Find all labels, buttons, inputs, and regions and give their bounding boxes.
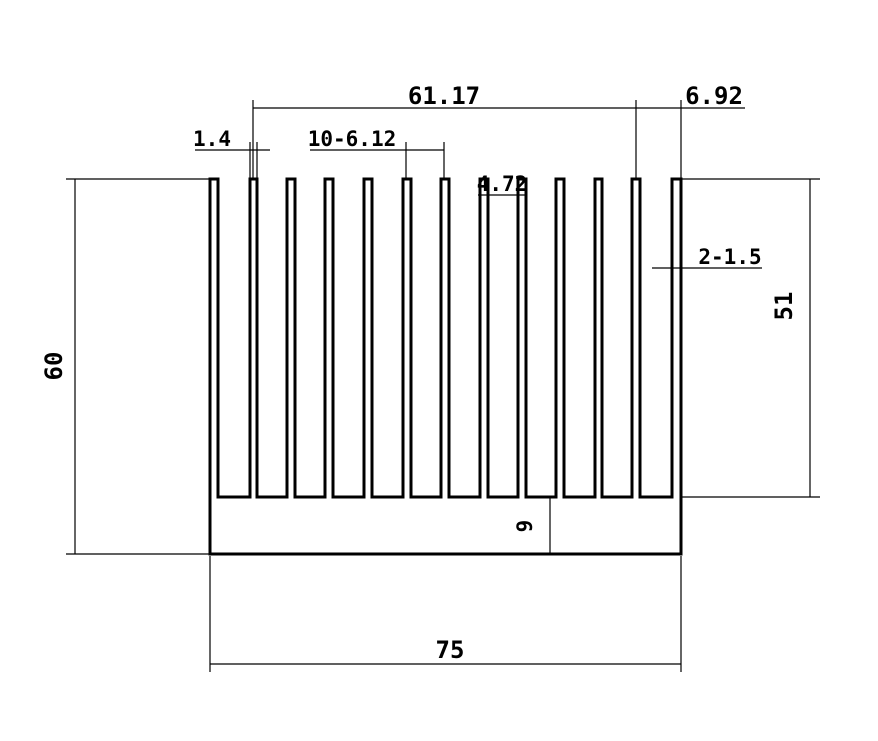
label-overall-width: 75 bbox=[436, 636, 465, 664]
label-center-gap: 4.72 bbox=[477, 172, 528, 196]
heatsink-profile-outline bbox=[208, 177, 683, 556]
label-end-fin-thickness: 2-1.5 bbox=[698, 245, 761, 269]
label-overall-height: 60 bbox=[40, 352, 68, 381]
label-fin-span: 61.17 bbox=[408, 82, 480, 110]
label-base-thickness: 9 bbox=[513, 520, 537, 533]
label-fin-thickness: 1.4 bbox=[193, 127, 231, 151]
dimension-lines bbox=[66, 100, 820, 672]
label-fin-pitch: 10-6.12 bbox=[308, 127, 397, 151]
label-fin-height: 51 bbox=[770, 292, 798, 321]
dimension-labels: 60 51 9 75 61.17 6.92 1.4 10-6.12 4.72 2… bbox=[40, 82, 798, 664]
label-edge-offset: 6.92 bbox=[685, 82, 743, 110]
